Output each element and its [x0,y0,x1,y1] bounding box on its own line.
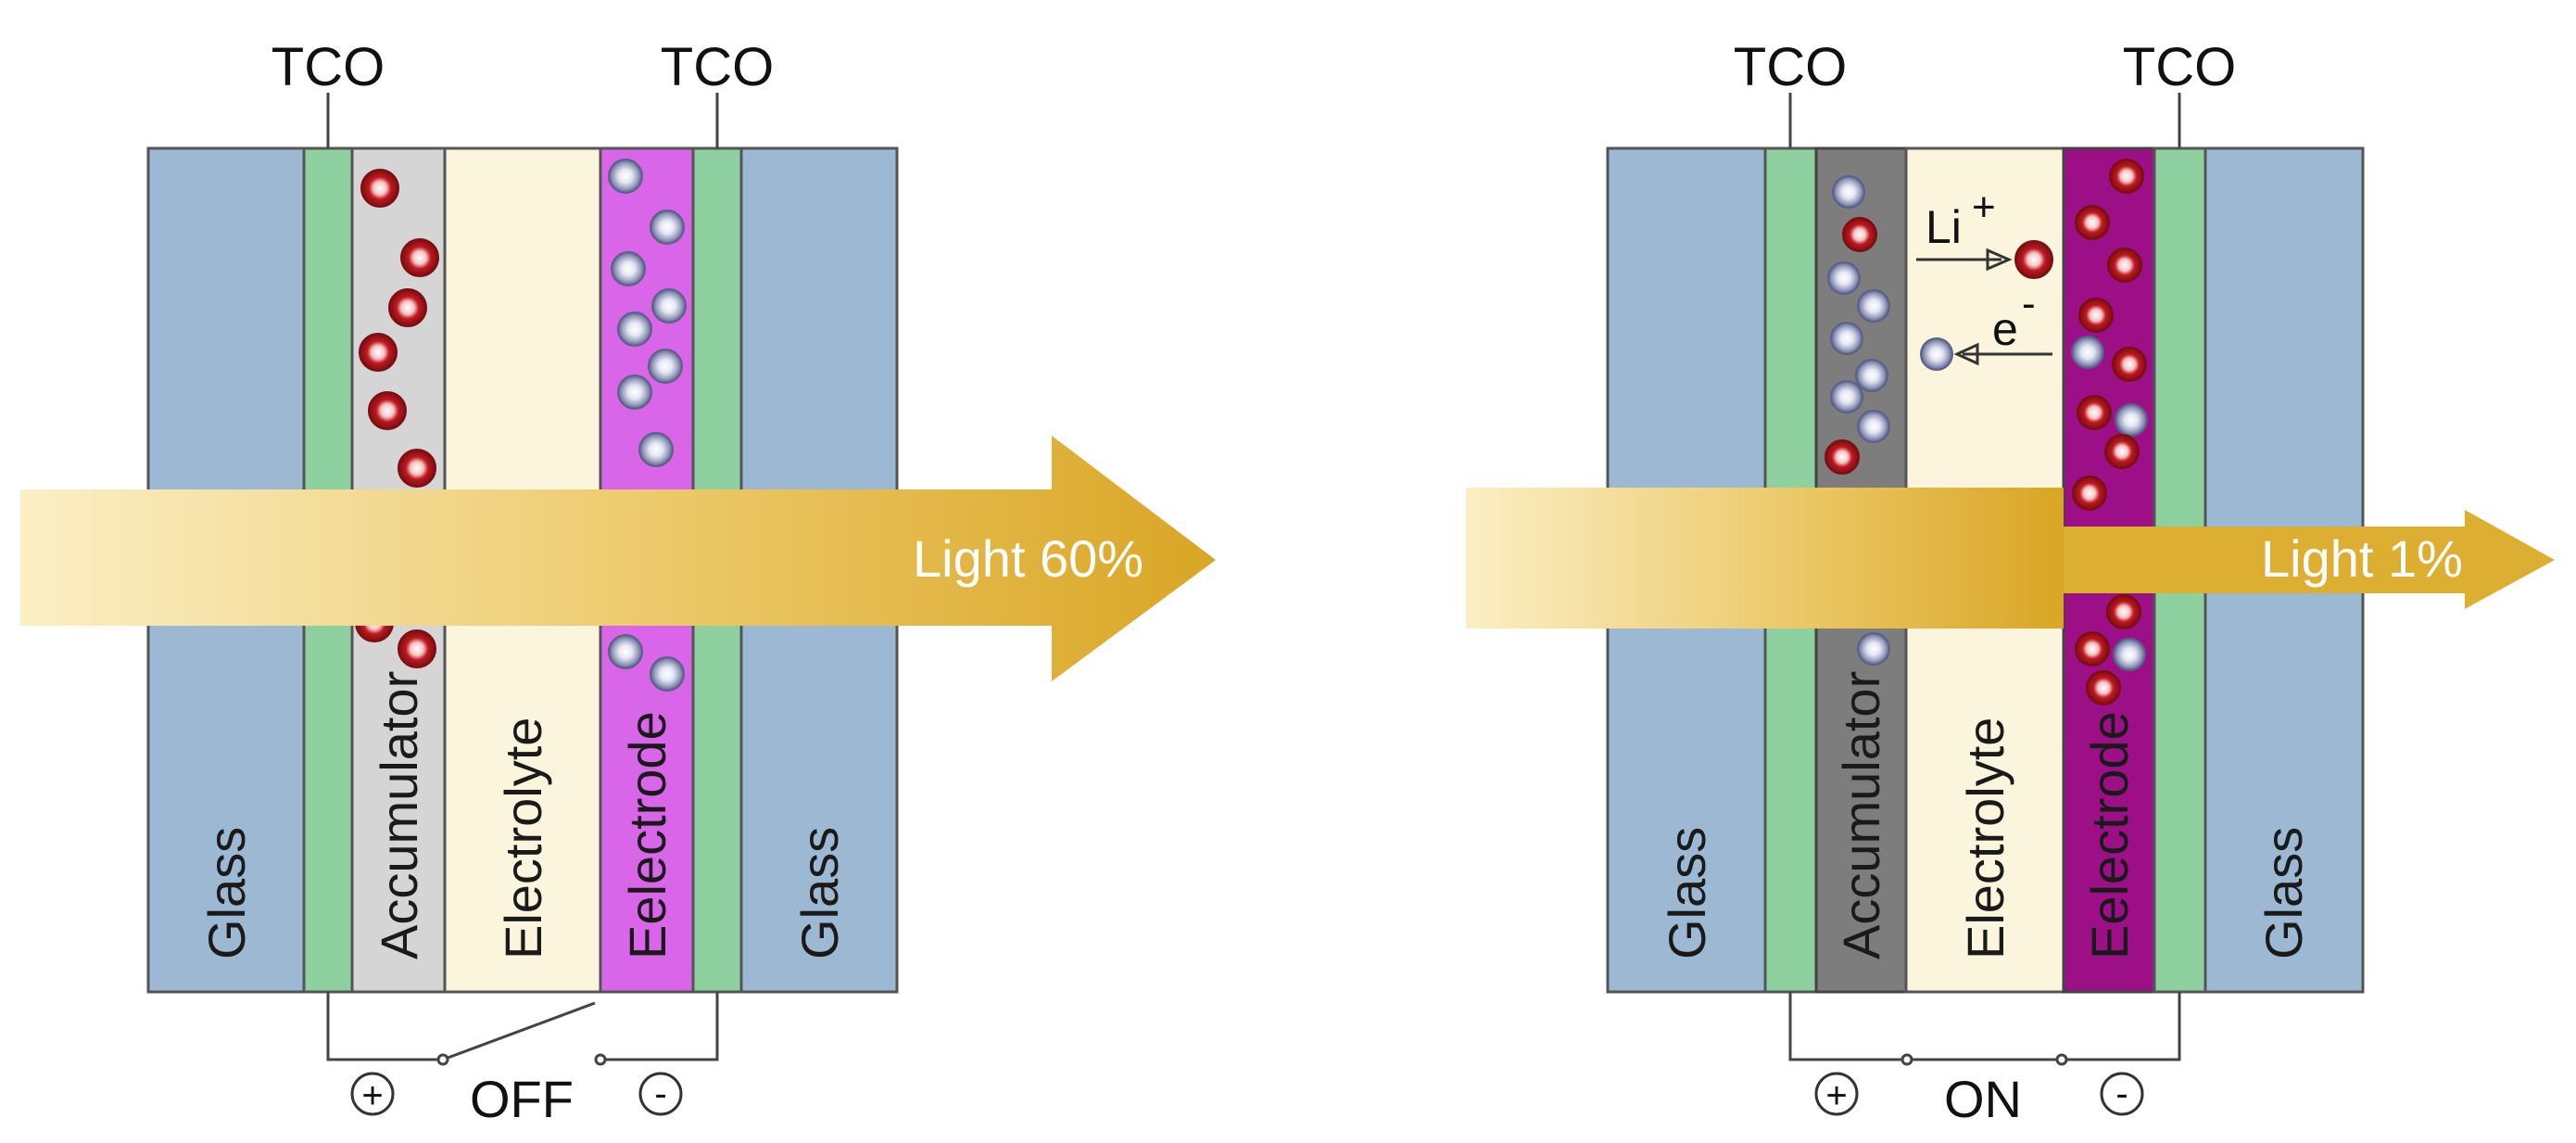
electron [1857,410,1890,443]
electron [651,288,687,324]
li-ion [398,629,436,668]
glass-left-label: Glass [197,827,256,959]
tco-right-label: TCO [661,37,774,97]
li-ion [2075,631,2110,667]
circuit-on [1788,992,2181,1066]
electrolyte-label: Electrolyte [494,718,552,959]
electron [1830,380,1863,413]
accumulator-label: Accumulator [370,671,428,959]
li-ion [2107,248,2142,283]
ion-migration: Li + [1916,184,2053,279]
plus-terminal-icon: + [350,1072,395,1116]
svg-text:-: - [654,1073,666,1114]
electron [650,210,685,245]
electron [2071,336,2104,369]
electron [608,159,643,194]
glass-right-label: Glass [790,827,849,959]
tco-left-label: TCO [271,37,385,97]
electron-migration: e - [1920,281,2052,371]
li-ion [2109,159,2144,194]
li-ion [2112,347,2147,382]
electron [617,311,652,347]
svg-text:-: - [2115,1073,2128,1114]
li-ion [2106,594,2141,629]
electron [2113,638,2146,671]
plus-terminal-icon: + [1814,1072,1859,1116]
ions-accumulator [355,169,439,668]
li-ion [2086,670,2121,705]
electron [1855,359,1888,392]
minus-terminal-icon: - [638,1072,683,1116]
light-arrow [1466,488,2555,629]
tco-left-label: TCO [1734,37,1847,97]
circuit-off [326,992,719,1066]
electron [1827,261,1861,295]
li-ion [2104,434,2140,469]
electron [1832,175,1865,209]
li-ion [1842,217,1877,252]
arrow-right-icon [1986,248,2013,272]
electron-label: e [1992,303,2018,355]
electrons-electrode [608,159,687,692]
electron [1920,337,1953,371]
switch-state-label: OFF [470,1070,574,1128]
li-ion [359,333,398,372]
electrode-particles [2071,159,2148,705]
electron [2115,403,2148,437]
li-ion [2072,476,2107,511]
electron [1857,632,1890,666]
arrow-left-icon [1953,342,1979,366]
li-ion [368,391,407,430]
light-label: Light 1% [2261,529,2463,588]
switch-state-label: ON [1944,1070,2022,1128]
electron [611,251,646,286]
electron-charge: - [2022,281,2036,326]
li-ion [2014,240,2053,279]
li-ion-charge: + [1972,184,1996,230]
svg-text:+: + [1825,1075,1847,1116]
electrolyte-label: Electrolyte [1956,718,2014,959]
glass-left-label: Glass [1658,827,1716,959]
li-ion [360,169,399,208]
li-ion [398,449,436,488]
li-ion [2078,298,2114,333]
tco-right-label: TCO [2123,37,2236,97]
panel-on: Li + e - Light 1% Glass Accumulator Elec… [1466,37,2555,1128]
electrode-label: Eelectrode [2080,711,2139,959]
electron [638,432,674,467]
light-arrow [20,436,1216,681]
li-ion [400,238,439,277]
electron [648,349,683,384]
li-ion [1825,439,1860,475]
electron [617,375,652,410]
electron [1857,289,1890,323]
light-label: Light 60% [913,529,1143,588]
svg-text:+: + [361,1075,383,1116]
electron [608,634,643,669]
li-ion [2075,205,2110,240]
minus-terminal-icon: - [2100,1072,2144,1116]
accumulator-particles [1825,175,1890,666]
electron [1830,322,1863,355]
electrode-label: Eelectrode [618,711,676,959]
li-ion-label: Li [1926,201,1962,253]
li-ion [388,288,427,327]
panel-off: Light 60% Glass Accumulator Electrolyte … [20,37,1216,1128]
li-ion [2077,395,2112,430]
glass-right-label: Glass [2254,827,2313,959]
accumulator-label: Accumulator [1832,671,1890,959]
electron [650,656,685,692]
